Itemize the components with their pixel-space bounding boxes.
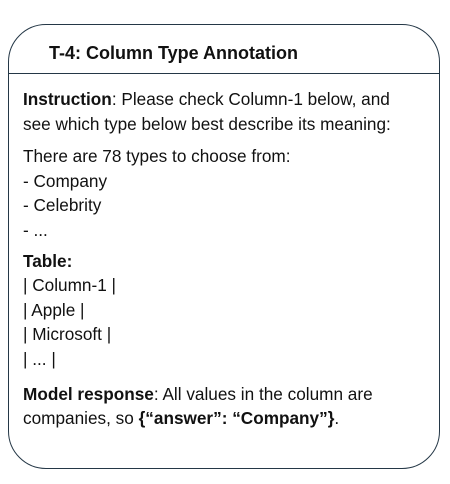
table-label: Table [23, 250, 67, 271]
table-label-colon: : [66, 250, 73, 271]
response-text-2: companies, so [23, 408, 139, 429]
instruction-line-1: Instruction: Please check Column-1 below… [23, 87, 433, 112]
response-text-1: : All values in the column are [153, 383, 373, 404]
table-row-header: | Column-1 | [23, 275, 116, 296]
instruction-label: Instruction [23, 89, 112, 109]
card-title: T-4: Column Type Annotation [49, 43, 298, 63]
types-intro: There are 78 types to choose from: [23, 146, 291, 167]
card-body: Instruction: Please check Column-1 below… [23, 87, 433, 431]
response-answer: {“answer”: “Company”} [138, 408, 335, 429]
response-label: Model response [23, 383, 154, 404]
instruction-line-2: see which type below best describe its m… [23, 113, 391, 134]
table-row-microsoft: | Microsoft | [23, 324, 112, 345]
table-heading: Table: [23, 249, 433, 274]
response-line-1: Model response: All values in the column… [23, 382, 433, 407]
instruction-text-1: : Please check Column-1 below, and [111, 89, 390, 109]
type-item-celebrity: - Celebrity [23, 195, 102, 216]
task-card: T-4: Column Type Annotation Instruction:… [8, 24, 440, 469]
table-row-ellipsis: | ... | [23, 348, 56, 369]
response-line-2: companies, so {“answer”: “Company”}. [23, 406, 433, 431]
type-item-ellipsis: - ... [23, 219, 48, 240]
table-row-apple: | Apple | [23, 299, 85, 320]
type-item-company: - Company [23, 170, 108, 191]
card-header: T-4: Column Type Annotation [9, 25, 439, 74]
response-period: . [334, 408, 340, 429]
